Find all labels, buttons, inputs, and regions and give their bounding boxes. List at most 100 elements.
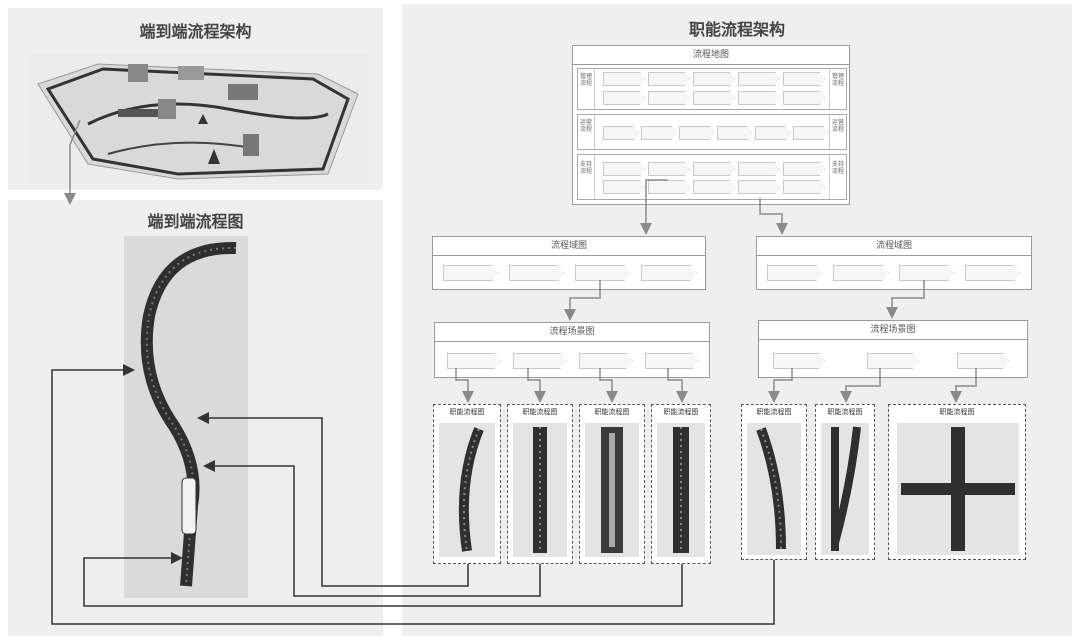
process-step [693, 162, 735, 176]
track-piece-photo [513, 423, 567, 557]
process-step [641, 265, 697, 281]
process-step [899, 265, 955, 281]
process-step [957, 353, 1009, 369]
arrow-scene-to-card [840, 368, 881, 403]
process-step [783, 162, 825, 176]
process-step [641, 126, 676, 140]
process-step [509, 265, 565, 281]
process-step [738, 180, 780, 194]
card-label: 职能流程图 [522, 408, 558, 416]
track-piece-photo [897, 423, 1019, 555]
arrow-scene-to-card [455, 368, 474, 403]
process-step [648, 91, 690, 105]
arrow-scene-to-card [768, 368, 793, 403]
process-step [738, 91, 780, 105]
process-step [833, 265, 889, 281]
functional-flowchart-card: 职能流程图 [433, 404, 501, 564]
process-domain-title: 流程域图 [433, 237, 705, 256]
connector-card4 [83, 552, 683, 607]
process-domain-left: 流程域图 [432, 236, 706, 290]
process-scene-left: 流程场景图 [434, 322, 710, 378]
arrow-domain-to-scene-right [886, 280, 925, 319]
functional-flowchart-card: 职能流程图 [815, 404, 875, 560]
row-right-label: 管理流程 [831, 73, 844, 87]
process-domain-right: 流程域图 [756, 236, 1032, 290]
functional-flowchart-card: 职能流程图 [741, 404, 807, 560]
row-right-label: 运营流程 [831, 119, 844, 133]
process-step [579, 353, 633, 369]
process-step [603, 180, 645, 194]
process-map-title: 流程地图 [573, 46, 849, 65]
curved-track-icon [458, 427, 484, 552]
straight-track-icon [533, 427, 547, 553]
process-step [603, 72, 645, 86]
functional-architecture-title: 职能流程架构 [688, 20, 785, 39]
process-step [648, 162, 690, 176]
functional-flowchart-card: 职能流程图 [888, 404, 1026, 560]
functional-flowchart-card: 职能流程图 [507, 404, 573, 564]
end-to-end-architecture-panel: 端到端流程架构 [8, 8, 383, 190]
row-left-label: 支持流程 [579, 161, 592, 175]
card-label: 职能流程图 [663, 408, 699, 416]
process-step [603, 91, 645, 105]
arrow-domain-to-scene-left [564, 280, 601, 321]
arrow-map-to-domain-left [640, 179, 668, 235]
process-step [679, 126, 714, 140]
card-label: 职能流程图 [939, 408, 975, 416]
track-piece-photo [821, 423, 869, 555]
process-scene-title: 流程场景图 [759, 321, 1027, 340]
end-to-end-architecture-title: 端到端流程架构 [139, 22, 252, 41]
cross-track-icon [901, 427, 1015, 551]
curved-track-icon [756, 427, 786, 550]
card-label: 职能流程图 [594, 408, 630, 416]
train-set-illustration [37, 63, 359, 180]
process-step [603, 162, 645, 176]
row-left-label: 管理流程 [579, 73, 592, 87]
arrow-map-to-domain-right [759, 198, 788, 235]
card-label: 职能流程图 [756, 408, 792, 416]
process-step [693, 91, 735, 105]
process-step [447, 353, 501, 369]
arrow-scene-to-card [667, 368, 688, 403]
card-label: 职能流程图 [827, 408, 863, 416]
process-step [773, 353, 825, 369]
process-step [738, 72, 780, 86]
process-step [603, 126, 638, 140]
process-scene-right: 流程场景图 [758, 320, 1028, 378]
process-step [738, 162, 780, 176]
process-step [513, 353, 567, 369]
row-right-label: 支持流程 [831, 161, 844, 175]
functional-flowchart-card: 职能流程图 [579, 404, 645, 564]
process-step [767, 265, 823, 281]
arrow-top-to-bottom [64, 119, 81, 205]
process-step [443, 265, 499, 281]
arrow-scene-to-card [527, 368, 546, 403]
track-piece-photo [439, 423, 495, 557]
process-map: 流程地图 管理流程 管理流程 运营流程 运营流程 支持流程 支持流程 [572, 45, 850, 205]
rail-track-icon [601, 427, 623, 553]
connector-card5 [51, 364, 775, 625]
row-left-label: 运营流程 [579, 119, 592, 133]
process-step [755, 126, 790, 140]
track-piece-photo [657, 423, 705, 557]
switch-track-icon [831, 426, 861, 551]
process-step [783, 91, 825, 105]
process-domain-title: 流程域图 [757, 237, 1031, 256]
track-piece-photo [585, 423, 639, 557]
process-scene-title: 流程场景图 [435, 323, 709, 342]
process-step [793, 126, 828, 140]
process-step [645, 353, 699, 369]
process-step [693, 180, 735, 194]
process-step [783, 180, 825, 194]
connector-card2 [203, 460, 541, 597]
arrow-scene-to-card [599, 368, 618, 403]
process-step [648, 180, 690, 194]
arrow-scene-to-card [950, 368, 977, 403]
straight-track-icon [673, 427, 689, 553]
connector-card1 [197, 412, 469, 587]
track-layout-illustration [140, 241, 237, 587]
card-label: 职能流程图 [449, 408, 485, 416]
track-layout-photo [124, 236, 248, 598]
process-step [783, 72, 825, 86]
